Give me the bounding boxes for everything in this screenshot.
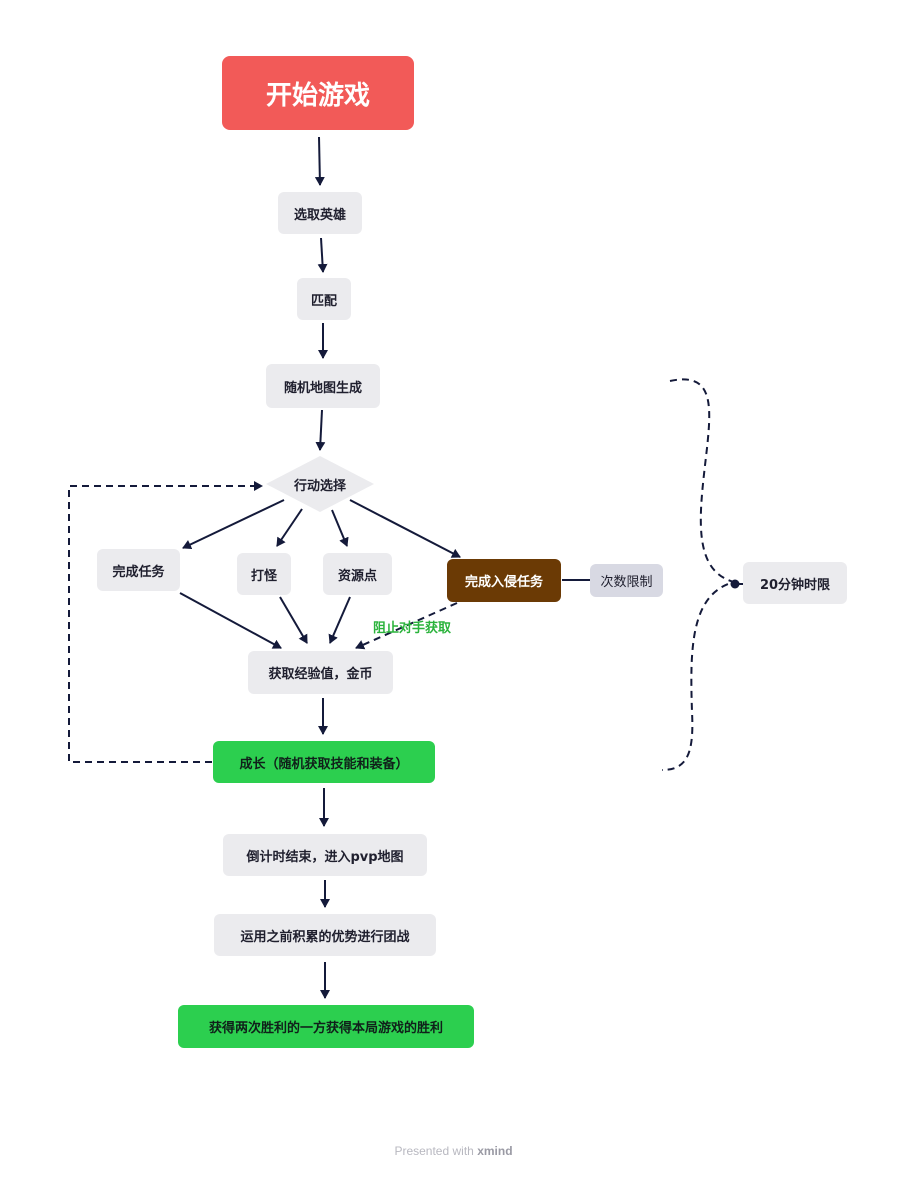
edge-monster-to-gain [279,596,308,644]
edge-map-to-action [315,409,326,451]
edge-start-to-select [314,136,325,186]
fight-monster-node[interactable]: 打怪 [237,553,291,595]
gain-exp-gold-node[interactable]: 获取经验值，金币 [248,651,393,694]
start-game-node[interactable]: 开始游戏 [222,56,414,130]
select-hero-node[interactable]: 选取英雄 [278,192,362,234]
complete-task-node[interactable]: 完成任务 [97,549,180,591]
times-limit-tag[interactable]: 次数限制 [590,564,663,597]
countdown-node[interactable]: 倒计时结束，进入pvp地图 [223,834,427,876]
resource-point-node[interactable]: 资源点 [323,553,392,595]
action-choice-diamond [266,456,374,512]
edge-invade-to-gain-dashed [355,602,458,650]
edge-select-to-match [317,237,328,273]
loop-growth-to-action-dashed [68,481,263,763]
edge-action-to-task [182,499,285,550]
random-map-node[interactable]: 随机地图生成 [266,364,380,408]
time-limit-node[interactable]: 20分钟时限 [743,562,847,604]
invade-task-node[interactable]: 完成入侵任务 [447,559,561,602]
edge-action-to-invade [349,499,461,558]
block-opponent-label: 阻止对手获取 [373,621,452,636]
growth-node[interactable]: 成长（随机获取技能和装备） [213,741,435,783]
footer-presented-with: Presented with [394,1144,474,1158]
edge-action-to-resource [331,509,349,547]
victory-node[interactable]: 获得两次胜利的一方获得本局游戏的胜利 [178,1005,474,1048]
time-limit-brace-dashed [661,378,738,771]
team-fight-node[interactable]: 运用之前积累的优势进行团战 [214,914,436,956]
match-node[interactable]: 匹配 [297,278,351,320]
edge-action-to-monster [276,508,303,547]
edge-task-to-gain [179,592,282,649]
footer: Presented with xmind [0,1144,907,1158]
xmind-logo: xmind [477,1144,513,1158]
action-choice-node[interactable]: 行动选择 [293,478,346,494]
edge-resource-to-gain [328,596,351,644]
